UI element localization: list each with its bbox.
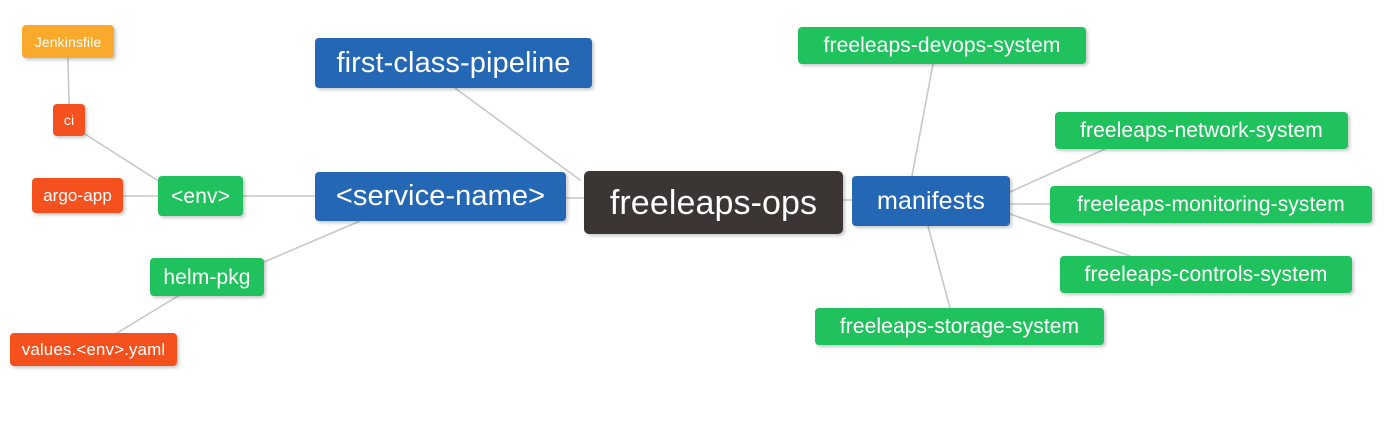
mindmap-node-label: freeleaps-monitoring-system	[1077, 193, 1345, 216]
mindmap-node-label: <env>	[171, 184, 230, 208]
mindmap-node-env[interactable]: <env>	[158, 176, 243, 216]
mindmap-edge-ci-to-env	[84, 133, 161, 183]
mindmap-node-jenkinsfile[interactable]: Jenkinsfile	[22, 25, 114, 58]
mindmap-node-freeleaps-monitoring-system[interactable]: freeleaps-monitoring-system	[1050, 186, 1372, 223]
mindmap-node-label: argo-app	[43, 186, 112, 205]
mindmap-node-label: freeleaps-storage-system	[839, 315, 1080, 338]
mindmap-edge-jenkinsfile-to-ci	[67, 57, 70, 105]
mindmap-node-freeleaps-network-system[interactable]: freeleaps-network-system	[1055, 112, 1348, 149]
mindmap-node-service-name[interactable]: <service-name>	[315, 172, 566, 221]
mindmap-edge-service-name-to-first-class-pipeline	[454, 87, 581, 181]
mindmap-node-label: first-class-pipeline	[336, 46, 571, 79]
mindmap-node-values-env-yaml[interactable]: values.<env>.yaml	[10, 333, 177, 366]
mindmap-node-freeleaps-controls-system[interactable]: freeleaps-controls-system	[1060, 256, 1352, 293]
mindmap-node-label: freeleaps-network-system	[1080, 119, 1323, 142]
mindmap-node-label: manifests	[877, 186, 985, 215]
mindmap-edge-manifests-to-freeleaps-storage-system	[927, 225, 951, 309]
mindmap-node-manifests[interactable]: manifests	[852, 176, 1010, 226]
mindmap-node-label: freeleaps-controls-system	[1084, 263, 1328, 286]
mindmap-node-freeleaps-devops-system[interactable]: freeleaps-devops-system	[798, 27, 1086, 64]
mindmap-node-first-class-pipeline[interactable]: first-class-pipeline	[315, 38, 592, 88]
mindmap-node-freeleaps-storage-system[interactable]: freeleaps-storage-system	[815, 308, 1104, 345]
mindmap-node-label: freeleaps-devops-system	[823, 34, 1061, 57]
mindmap-edge-manifests-to-freeleaps-devops-system	[911, 63, 934, 177]
mindmap-node-helm-pkg[interactable]: helm-pkg	[150, 258, 264, 296]
mindmap-node-ci[interactable]: ci	[53, 104, 85, 136]
mindmap-node-freeleaps-ops[interactable]: freeleaps-ops	[584, 171, 843, 234]
mindmap-node-label: <service-name>	[335, 180, 546, 212]
mindmap-node-argo-app[interactable]: argo-app	[32, 178, 123, 213]
mindmap-node-label: helm-pkg	[163, 265, 251, 289]
mindmap-node-label: ci	[63, 112, 75, 128]
mindmap-edge-service-name-to-helm-pkg	[263, 220, 361, 263]
mindmap-edge-helm-pkg-to-values-env-yaml	[116, 295, 179, 334]
mindmap-node-label: Jenkinsfile	[34, 33, 102, 50]
mindmap-node-label: freeleaps-ops	[609, 183, 818, 222]
mindmap-node-label: values.<env>.yaml	[21, 340, 166, 359]
